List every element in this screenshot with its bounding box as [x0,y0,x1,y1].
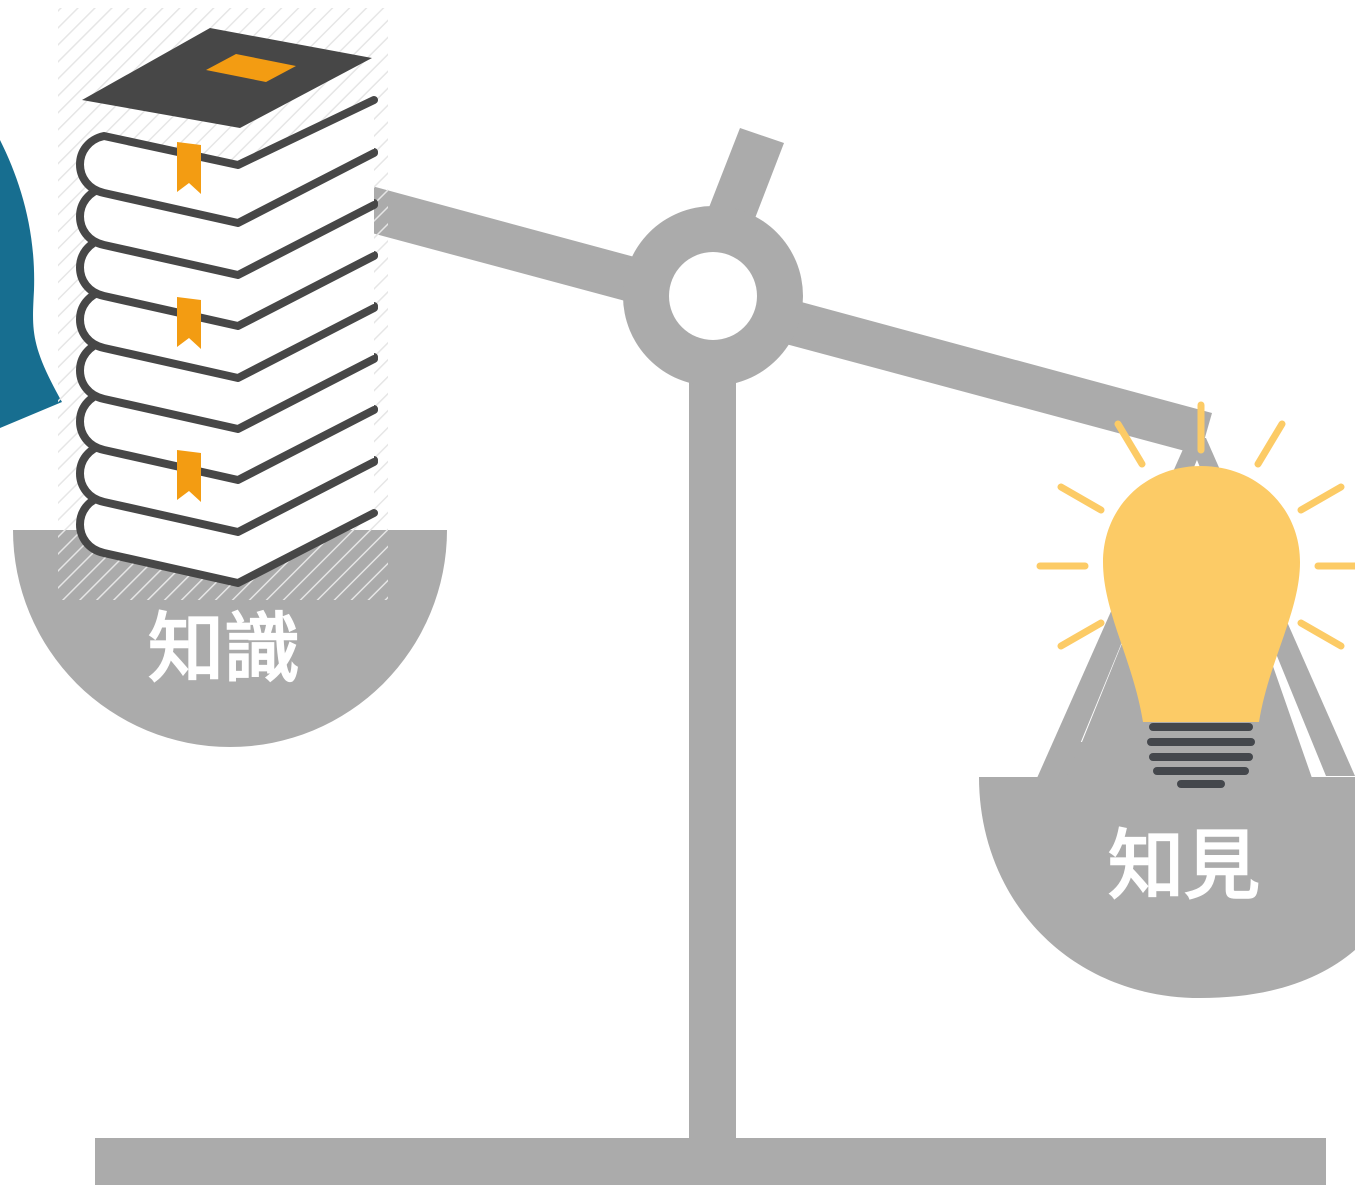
speech-bubble-icon [0,140,62,428]
left-pan-label: 知識 [148,604,300,693]
lightbulb-icon [1036,401,1355,788]
scale-pillar [689,300,736,1150]
right-pan-label: 知見 [1108,821,1260,910]
right-pan [979,777,1355,998]
pivot-ring [623,206,803,386]
book-stack-icon [58,8,388,600]
scale-pointer [708,128,784,226]
